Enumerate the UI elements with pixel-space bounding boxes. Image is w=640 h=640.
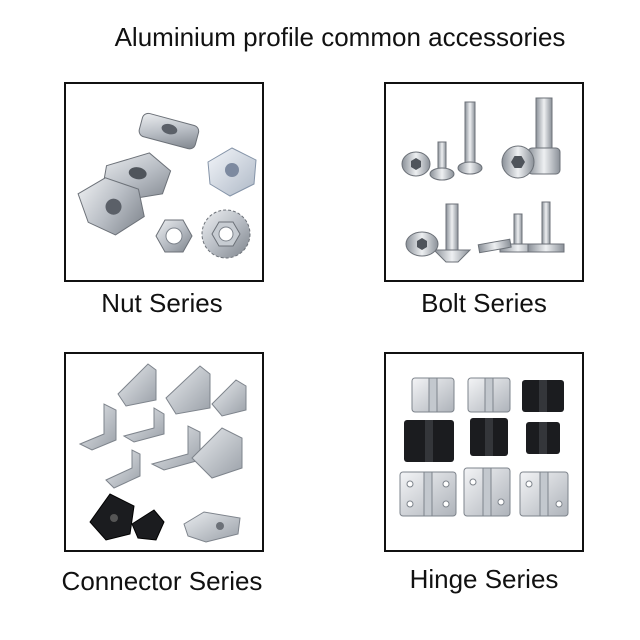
connector-parts-icon	[78, 363, 247, 543]
nut-parts-icon	[77, 112, 257, 259]
hinge-parts-icon	[399, 377, 569, 517]
nut-series-panel	[64, 82, 264, 282]
page-title: Aluminium profile common accessories	[114, 22, 566, 52]
bolt-series-caption: Bolt Series	[421, 288, 547, 318]
connector-series-panel	[64, 352, 264, 552]
hinge-series-caption: Hinge Series	[409, 564, 559, 594]
bolt-series-panel	[384, 82, 584, 282]
bolt-parts-icon	[401, 97, 565, 263]
connector-series-caption: Connector Series	[61, 566, 263, 596]
nut-series-caption: Nut Series	[101, 288, 223, 318]
hinge-series-panel	[384, 352, 584, 552]
